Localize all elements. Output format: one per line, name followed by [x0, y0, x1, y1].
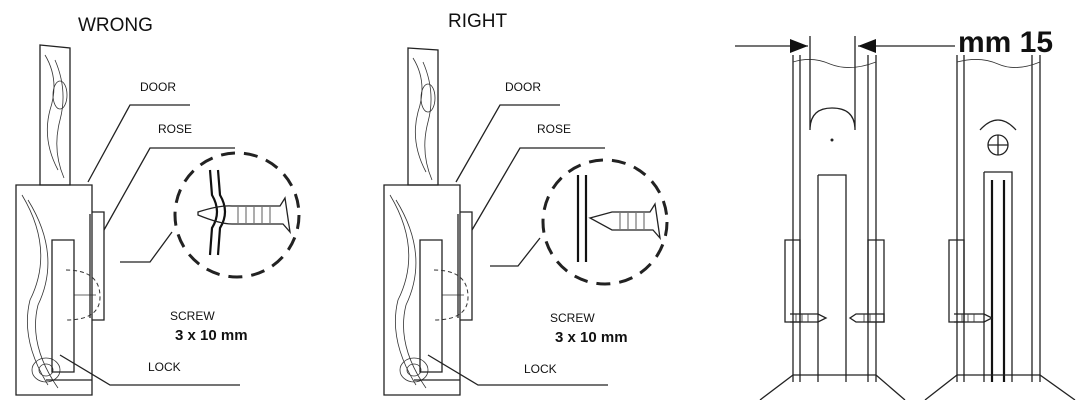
door-section-drawing: [383, 47, 473, 396]
lock-label: LOCK: [148, 360, 181, 374]
door-label: DOOR: [140, 80, 176, 94]
lock-leader-line: [59, 354, 240, 386]
screw-label: SCREW: [550, 311, 595, 325]
right-panel: RIGHT DOOR: [383, 11, 669, 396]
door-section-drawing: [15, 44, 105, 396]
wrong-heading: WRONG: [78, 15, 153, 36]
rose-leader-line: [471, 147, 605, 231]
screw-label: SCREW: [170, 309, 215, 323]
lock-label: LOCK: [524, 362, 557, 376]
right-screw-detail: [490, 158, 669, 286]
door-profile-left: [759, 36, 906, 400]
wrong-panel: WRONG: [15, 15, 301, 396]
right-heading: RIGHT: [448, 11, 508, 32]
rose-leader-line: [103, 147, 235, 231]
door-profile-right: [924, 55, 1076, 400]
door-leader-line: [87, 104, 190, 183]
wrong-screw-detail: [120, 151, 301, 279]
screw-size: 3 x 10 mm: [175, 327, 248, 344]
rose-label: ROSE: [537, 122, 571, 136]
screw-size: 3 x 10 mm: [555, 329, 628, 346]
dimension-label: mm 15: [958, 26, 1053, 59]
door-label: DOOR: [505, 80, 541, 94]
lock-leader-line: [427, 354, 608, 386]
measure-panel: mm 15: [735, 26, 1076, 400]
door-leader-line: [455, 104, 560, 183]
rose-label: ROSE: [158, 122, 192, 136]
